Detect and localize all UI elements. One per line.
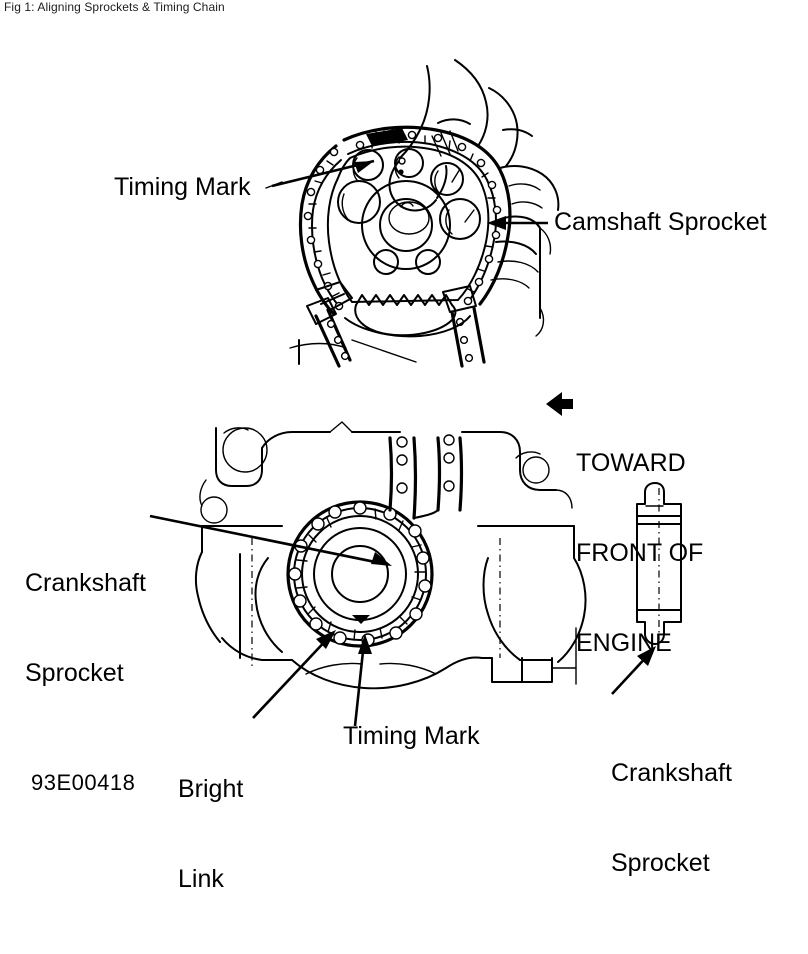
leader-bright-link [252, 630, 336, 719]
label-crankshaft-sprocket-left: Crankshaft Sprocket [25, 508, 146, 748]
figure-caption: Fig 1: Aligning Sprockets & Timing Chain [4, 0, 225, 14]
camshaft-sprocket-body [326, 145, 490, 303]
figure-page: Fig 1: Aligning Sprockets & Timing Chain [0, 0, 808, 893]
leader-camshaft-sprocket [487, 216, 548, 230]
toward-line-2: FRONT OF [576, 539, 704, 567]
crankshaft-left-line-1: Crankshaft [25, 569, 146, 597]
bright-link-line-2: Link [178, 865, 224, 893]
label-camshaft-sprocket: Camshaft Sprocket [554, 208, 767, 236]
label-toward-front-of-engine: TOWARD FRONT OF ENGINE [576, 388, 703, 718]
leader-timing-mark-top [265, 159, 375, 189]
toward-front-arrow-icon [546, 392, 573, 416]
label-crankshaft-sprocket-right: Crankshaft Sprocket [611, 698, 732, 938]
crankshaft-right-line-1: Crankshaft [611, 759, 732, 787]
label-bright-link: Bright Link [178, 714, 243, 954]
leader-timing-mark-bottom [353, 634, 372, 727]
engine-block-outline [194, 421, 587, 690]
toward-line-1: TOWARD [576, 449, 686, 477]
leader-crankshaft-sprocket-right [611, 646, 656, 695]
figure-illustration: Timing Mark Camshaft Sprocket TOWARD FRO… [0, 18, 808, 893]
camshaft-sprocket-panel [265, 59, 560, 368]
crankshaft-left-line-2: Sprocket [25, 659, 124, 687]
technical-line-drawing [149, 59, 682, 727]
camshaft-timing-chain [298, 125, 512, 316]
camshaft-timing-mark [366, 128, 408, 146]
crank-chain-plates [296, 508, 426, 641]
toward-line-3: ENGINE [576, 629, 672, 657]
leader-crankshaft-sprocket-left [149, 514, 392, 566]
bright-link-line-1: Bright [178, 775, 244, 803]
crankshaft-timing-mark [352, 615, 370, 624]
label-timing-mark-camshaft: Timing Mark [114, 173, 251, 201]
crankshaft-right-line-2: Sprocket [611, 849, 710, 877]
hand-illustration [388, 59, 560, 212]
camshaft-gear-teeth [354, 294, 457, 337]
crankshaft-sprocket-profile [611, 482, 682, 695]
label-timing-mark-crankshaft: Timing Mark [343, 722, 480, 750]
crankshaft-timing-chain [288, 434, 464, 647]
crankshaft-sprocket-panel [149, 421, 587, 727]
chain-guide-right [442, 285, 486, 368]
figure-reference-code: 93E00418 [31, 770, 136, 795]
cylinder-head-outline [289, 215, 552, 365]
chain-guide-left [306, 281, 353, 368]
